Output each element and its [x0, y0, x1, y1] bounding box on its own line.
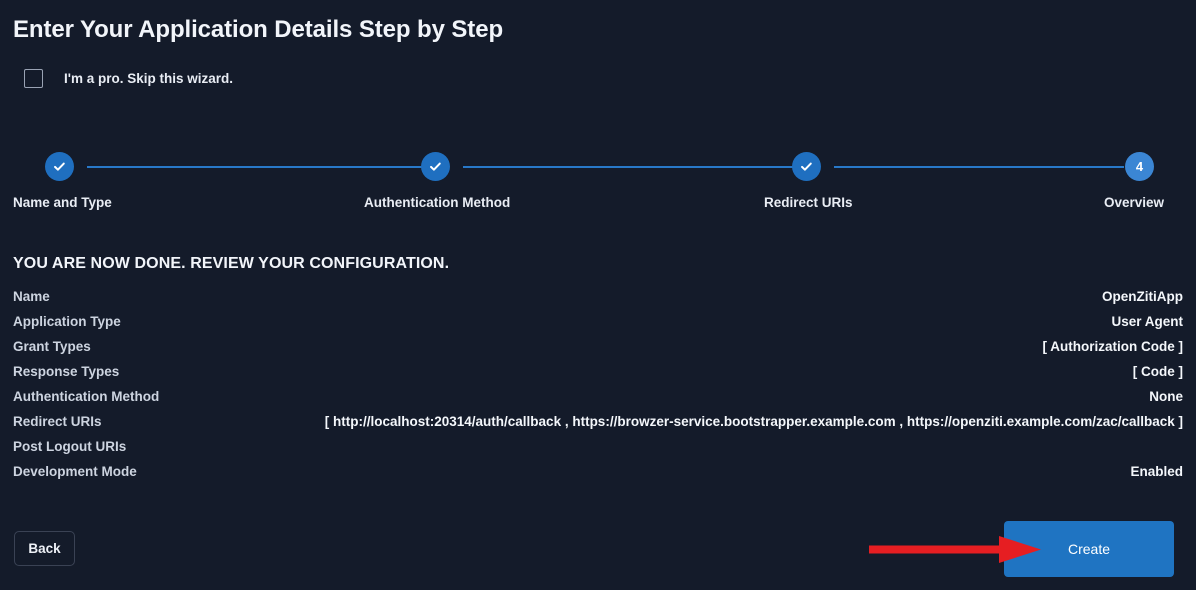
row-key: Name — [13, 289, 50, 304]
skip-wizard-label: I'm a pro. Skip this wizard. — [64, 71, 233, 86]
table-row: Redirect URIs [ http://localhost:20314/a… — [13, 414, 1183, 439]
wizard-stepper: 4 — [13, 152, 1183, 184]
row-key: Post Logout URIs — [13, 439, 127, 454]
create-button[interactable]: Create — [1004, 521, 1174, 577]
stepper-node-4[interactable]: 4 — [1125, 152, 1154, 181]
row-value: User Agent — [1111, 314, 1183, 329]
summary-heading: YOU ARE NOW DONE. REVIEW YOUR CONFIGURAT… — [13, 255, 450, 272]
page-title: Enter Your Application Details Step by S… — [13, 16, 504, 43]
table-row: Application Type User Agent — [13, 314, 1183, 339]
check-icon — [799, 159, 814, 174]
stepper-connector-3 — [834, 166, 1124, 168]
table-row: Name OpenZitiApp — [13, 289, 1183, 314]
stepper-label-authentication-method: Authentication Method — [364, 195, 511, 210]
row-key: Development Mode — [13, 464, 137, 479]
row-value: [ Authorization Code ] — [1042, 339, 1183, 354]
table-row: Development Mode Enabled — [13, 464, 1183, 489]
table-row: Response Types [ Code ] — [13, 364, 1183, 389]
stepper-labels: Name and Type Authentication Method Redi… — [13, 195, 1183, 215]
stepper-track: 4 — [13, 152, 1183, 198]
stepper-connector-2 — [463, 166, 803, 168]
check-icon — [52, 159, 67, 174]
row-value: Enabled — [1130, 464, 1183, 479]
row-value: [ Code ] — [1132, 364, 1183, 379]
row-value: OpenZitiApp — [1102, 289, 1183, 304]
row-key: Redirect URIs — [13, 414, 102, 429]
row-value: None — [1149, 389, 1183, 404]
stepper-node-4-number: 4 — [1135, 159, 1144, 174]
summary-rows: Name OpenZitiApp Application Type User A… — [13, 289, 1183, 489]
table-row: Grant Types [ Authorization Code ] — [13, 339, 1183, 364]
row-key: Application Type — [13, 314, 121, 329]
stepper-label-name-and-type: Name and Type — [13, 195, 112, 210]
back-button[interactable]: Back — [14, 531, 75, 566]
row-key: Response Types — [13, 364, 120, 379]
stepper-node-2[interactable] — [421, 152, 450, 181]
stepper-connector-1 — [87, 166, 432, 168]
stepper-label-redirect-uris: Redirect URIs — [764, 195, 853, 210]
check-icon — [428, 159, 443, 174]
stepper-node-1[interactable] — [45, 152, 74, 181]
row-value: [ http://localhost:20314/auth/callback ,… — [324, 414, 1183, 429]
skip-wizard-row[interactable]: I'm a pro. Skip this wizard. — [24, 69, 233, 88]
row-key: Authentication Method — [13, 389, 160, 404]
table-row: Authentication Method None — [13, 389, 1183, 414]
checkbox-unchecked-icon[interactable] — [24, 69, 43, 88]
table-row: Post Logout URIs — [13, 439, 1183, 464]
row-key: Grant Types — [13, 339, 91, 354]
stepper-node-3[interactable] — [792, 152, 821, 181]
stepper-label-overview: Overview — [1104, 195, 1165, 210]
